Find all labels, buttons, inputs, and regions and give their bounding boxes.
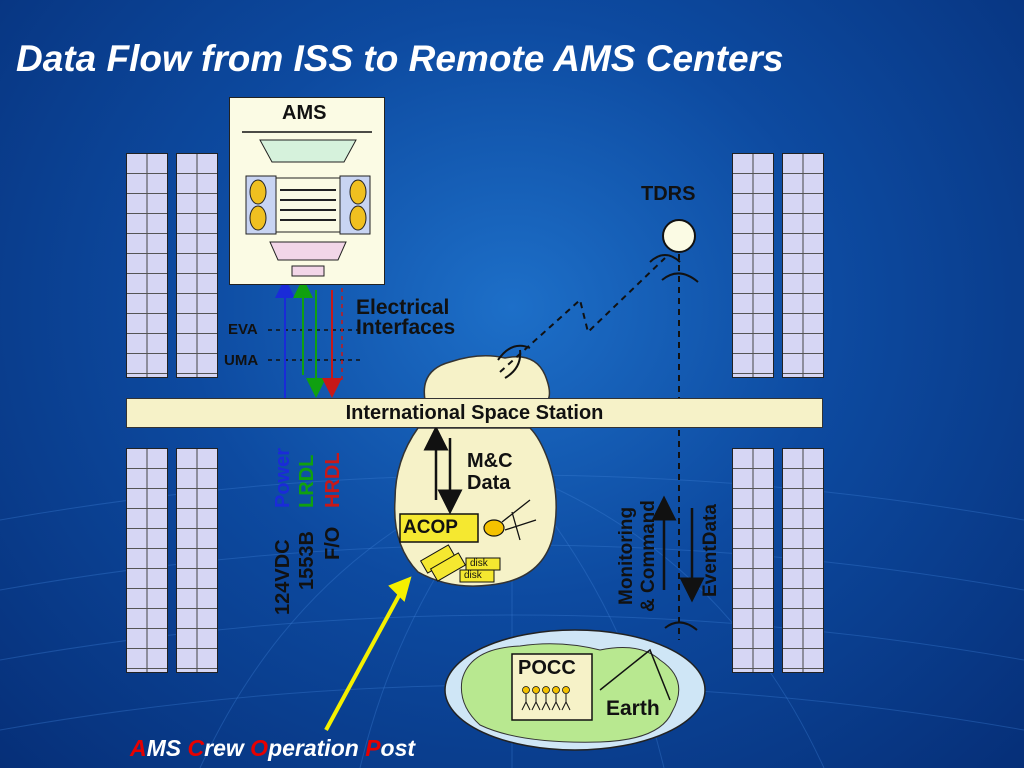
- caption-letter-a: A: [130, 735, 147, 761]
- solar-panel-right-bottom-1: [732, 448, 774, 673]
- monitoring-label-2: & Command: [638, 500, 659, 612]
- caption-word-post: ost: [380, 735, 416, 761]
- lrdl-label: LRDL: [296, 454, 318, 508]
- acop-caption: AMS Crew Operation Post: [130, 735, 415, 762]
- earth-label: Earth: [606, 697, 660, 720]
- disk-label-1: disk: [470, 558, 488, 569]
- iss-truss: International Space Station: [126, 398, 823, 428]
- solar-panel-right-top-2: [782, 153, 824, 378]
- iss-label: International Space Station: [345, 402, 604, 424]
- page-title: Data Flow from ISS to Remote AMS Centers: [16, 38, 784, 79]
- tdrs-satellite: [662, 219, 696, 253]
- ams-label: AMS: [282, 102, 327, 124]
- pocc-people: [522, 686, 570, 694]
- solar-panel-left-bottom-1: [126, 448, 168, 673]
- fo-label: F/O: [322, 526, 344, 560]
- tdrs-label: TDRS: [641, 183, 696, 205]
- mc-data-label-1: M&C: [467, 450, 513, 472]
- caption-letter-o: O: [250, 735, 269, 761]
- disk-label-2: disk: [464, 570, 482, 581]
- solar-panel-right-top-1: [732, 153, 774, 378]
- eva-label: EVA: [228, 321, 258, 338]
- electrical-interfaces-label-1: Electrical: [356, 296, 450, 319]
- acop-pointer-arrow: [324, 589, 404, 731]
- ams-detector-drawing: [242, 131, 372, 277]
- acop-label: ACOP: [403, 517, 458, 538]
- eventdata-label: EventData: [700, 504, 721, 597]
- solar-panel-left-top-1: [126, 153, 168, 378]
- caption-word-operation: peration: [268, 735, 366, 761]
- caption-letter-c: C: [187, 735, 205, 761]
- caption-letter-p: P: [365, 735, 381, 761]
- uma-label: UMA: [224, 352, 259, 369]
- caption-word-crew: rew: [204, 735, 251, 761]
- mc-data-label-2: Data: [467, 472, 511, 494]
- bus-1553b-label: 1553B: [296, 531, 318, 590]
- comm-link-iss-tdrs: [499, 257, 666, 373]
- electrical-interfaces-label-2: Interfaces: [356, 316, 456, 339]
- voltage-label: 124VDC: [272, 539, 294, 615]
- acop-box: [399, 513, 479, 543]
- power-label: Power: [272, 447, 294, 508]
- monitoring-label-1: Monitoring: [616, 506, 637, 605]
- ams-box: AMS: [229, 97, 385, 285]
- solar-panel-right-bottom-2: [782, 448, 824, 673]
- pocc-label: POCC: [518, 657, 576, 679]
- solar-panel-left-bottom-2: [176, 448, 218, 673]
- caption-word-ams: MS: [146, 735, 188, 761]
- solar-panel-left-top-2: [176, 153, 218, 378]
- hrdl-label: HRDL: [322, 452, 344, 508]
- iss-module-upper: [423, 355, 551, 401]
